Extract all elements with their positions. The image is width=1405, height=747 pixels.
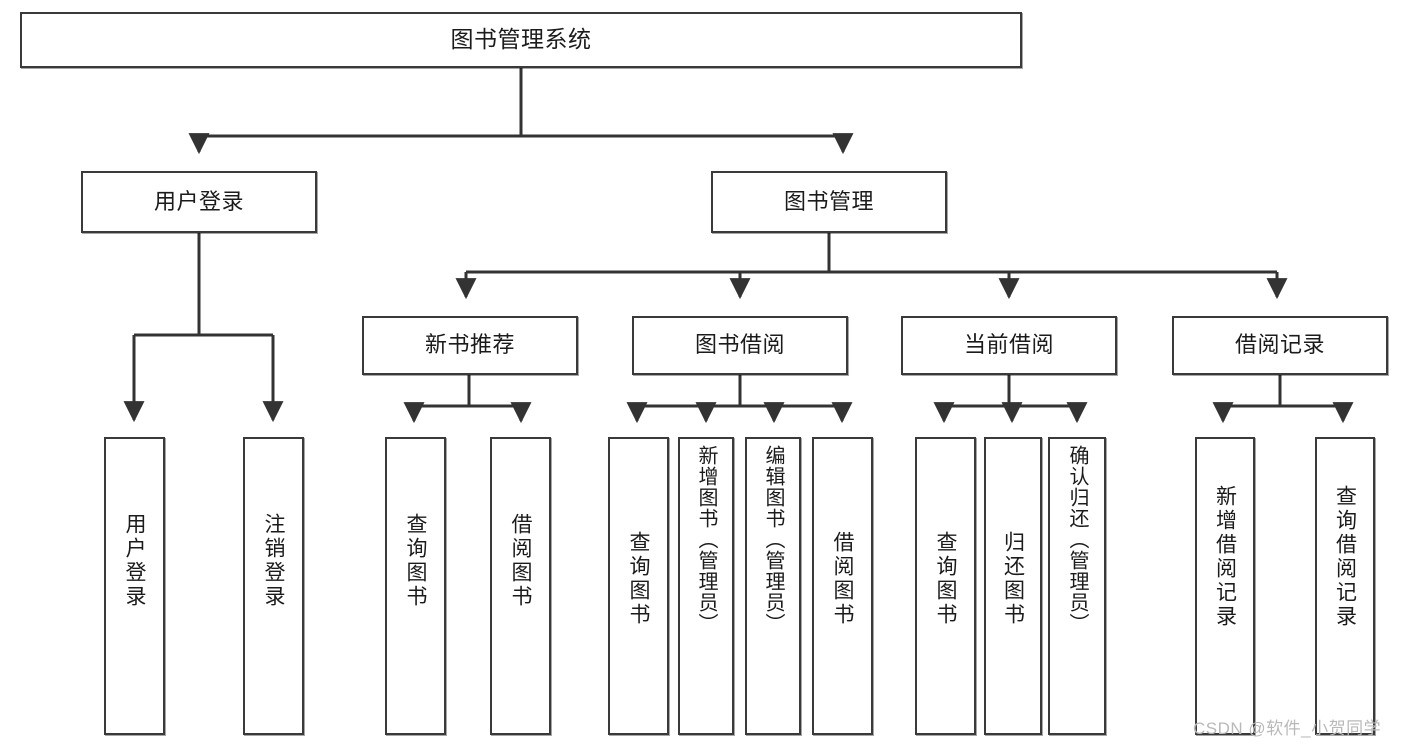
node-label: 查询借阅记录 bbox=[1333, 485, 1357, 629]
node-label: 当前借阅 bbox=[963, 332, 1054, 358]
leaf-query-book-borrow[interactable]: 查询图书 bbox=[608, 437, 669, 735]
node-label: 借阅图书 bbox=[831, 531, 854, 627]
node-label: 图书借阅 bbox=[694, 332, 785, 358]
leaf-borrow-book-borrow[interactable]: 借阅图书 bbox=[812, 437, 873, 735]
node-book-management[interactable]: 图书管理 bbox=[711, 171, 947, 233]
node-new-book-recommend[interactable]: 新书推荐 bbox=[362, 316, 578, 375]
node-label: 归还图书 bbox=[1001, 531, 1025, 627]
node-label: 用户登录 bbox=[153, 188, 244, 214]
node-user-login[interactable]: 用户登录 bbox=[81, 171, 317, 233]
node-label: 新书推荐 bbox=[424, 332, 515, 358]
node-current-borrow[interactable]: 当前借阅 bbox=[901, 316, 1117, 375]
leaf-user-logout[interactable]: 注销登录 bbox=[243, 437, 304, 735]
node-book-borrow[interactable]: 图书借阅 bbox=[632, 316, 848, 375]
node-label: 查询图书 bbox=[627, 531, 650, 627]
leaf-user-login[interactable]: 用户登录 bbox=[104, 437, 165, 735]
node-label: 图书管理系统 bbox=[450, 26, 592, 53]
node-label: 新增借阅记录 bbox=[1213, 485, 1237, 629]
leaf-edit-book[interactable]: 编辑图书（管理员） bbox=[745, 437, 801, 735]
node-label: 编辑图书（管理员） bbox=[762, 445, 784, 634]
node-label: 图书管理 bbox=[783, 188, 874, 214]
leaf-confirm-return[interactable]: 确认归还（管理员） bbox=[1048, 437, 1106, 735]
leaf-return-book[interactable]: 归还图书 bbox=[984, 437, 1042, 735]
leaf-query-borrow-record[interactable]: 查询借阅记录 bbox=[1315, 437, 1375, 735]
leaf-query-book-current[interactable]: 查询图书 bbox=[915, 437, 976, 735]
node-label: 用户登录 bbox=[123, 513, 146, 609]
leaf-add-book[interactable]: 新增图书（管理员） bbox=[678, 437, 734, 735]
leaf-query-book-newbook[interactable]: 查询图书 bbox=[385, 437, 446, 735]
node-label: 查询图书 bbox=[934, 531, 957, 627]
leaf-borrow-book-newbook[interactable]: 借阅图书 bbox=[490, 437, 551, 735]
watermark-text: CSDN @软件_小贺同学 bbox=[1193, 719, 1382, 738]
node-root-system[interactable]: 图书管理系统 bbox=[20, 12, 1022, 68]
node-label: 新增图书（管理员） bbox=[695, 445, 717, 634]
node-label: 注销登录 bbox=[262, 513, 285, 609]
node-label: 借阅图书 bbox=[509, 513, 532, 609]
node-label: 借阅记录 bbox=[1234, 332, 1325, 358]
leaf-add-borrow-record[interactable]: 新增借阅记录 bbox=[1195, 437, 1255, 735]
node-label: 查询图书 bbox=[404, 513, 427, 609]
node-label: 确认归还（管理员） bbox=[1066, 445, 1088, 634]
node-borrow-records[interactable]: 借阅记录 bbox=[1172, 316, 1388, 375]
